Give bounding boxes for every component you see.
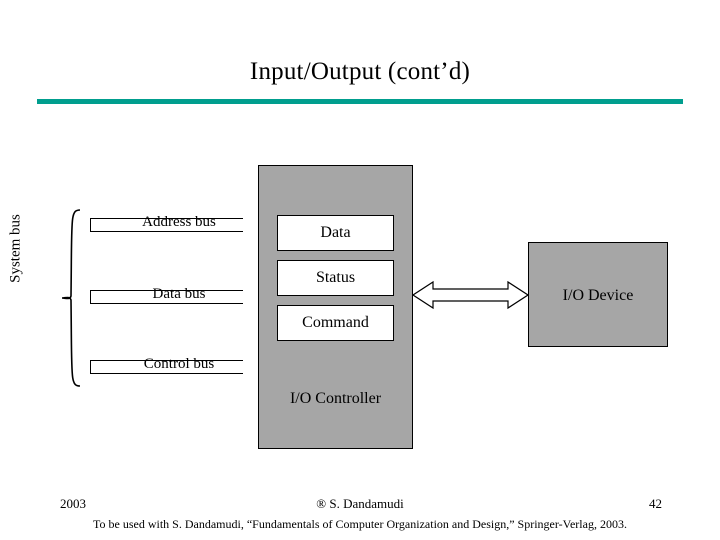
io-controller-label: I/O Controller: [289, 390, 382, 407]
footer-author: ® S. Dandamudi: [316, 496, 404, 511]
title-divider: [37, 99, 683, 104]
footer-citation: To be used with S. Dandamudi, “Fundament…: [93, 517, 627, 531]
address-bus-label: Address bus: [142, 214, 216, 230]
footer-year: 2003: [60, 496, 86, 511]
status-register-box: Status: [277, 260, 394, 296]
address-bus-arrow: [90, 214, 258, 236]
system-bus-brace: [61, 209, 81, 387]
data-register-box: Data: [277, 215, 394, 251]
data-bus-arrow: [90, 286, 258, 308]
io-architecture-diagram: System bus Address bus Data bus Control …: [0, 150, 720, 460]
controller-device-link-arrow: [413, 280, 528, 310]
command-register-box: Command: [277, 305, 394, 341]
control-bus-label: Control bus: [143, 356, 215, 372]
control-bus-arrow: [90, 356, 258, 378]
footer-page-number: 42: [649, 496, 662, 511]
system-bus-label: System bus: [7, 214, 24, 283]
page-title: Input/Output (cont’d): [249, 58, 471, 85]
io-device-box: I/O Device: [528, 242, 668, 347]
data-bus-label: Data bus: [152, 286, 206, 302]
